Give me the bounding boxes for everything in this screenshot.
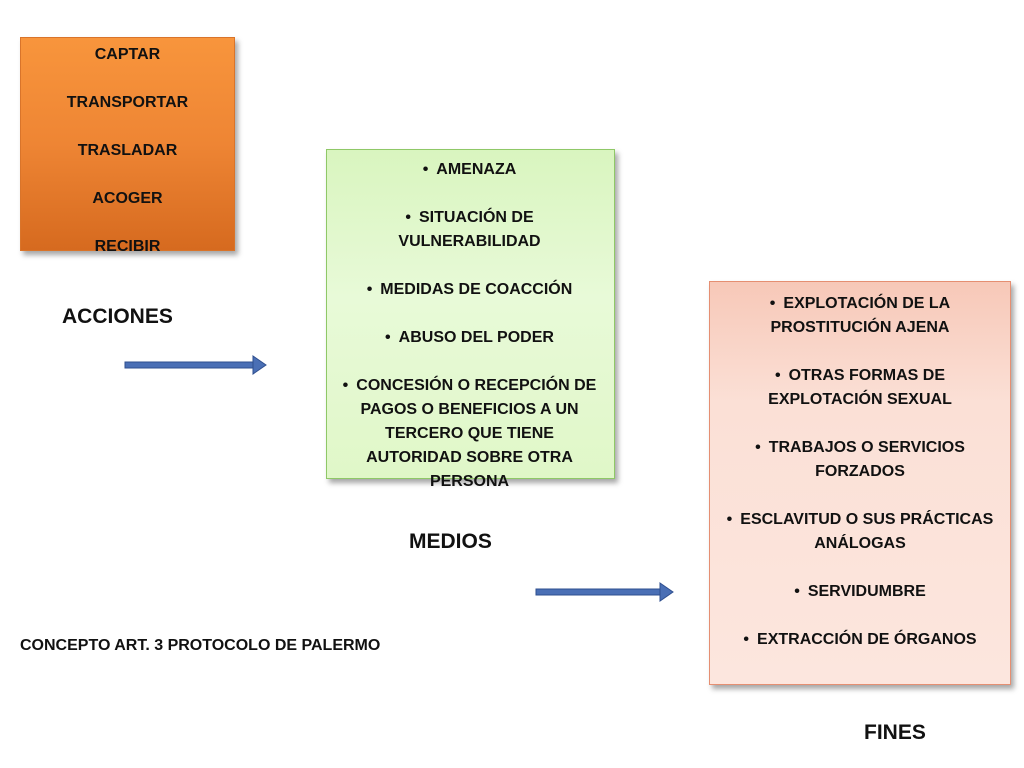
fines-item: •EXPLOTACIÓN DE LA PROSTITUCIÓN AJENA <box>720 292 1000 340</box>
arrow-right-icon <box>535 582 674 602</box>
fines-item: • EXTRACCIÓN DE ÓRGANOS <box>720 628 1000 652</box>
arrow-right-icon <box>124 355 267 375</box>
medios-item-text: AMENAZA <box>436 161 517 178</box>
bullet-icon: • <box>385 329 391 346</box>
concept-caption: CONCEPTO ART. 3 PROTOCOLO DE PALERMO <box>20 637 381 654</box>
fines-item: •OTRAS FORMAS DE EXPLOTACIÓN SEXUAL <box>720 364 1000 412</box>
bullet-icon: • <box>342 377 349 394</box>
fines-item-text: EXTRACCIÓN DE ÓRGANOS <box>757 631 977 648</box>
fines-box: •EXPLOTACIÓN DE LA PROSTITUCIÓN AJENA •O… <box>709 281 1011 685</box>
fines-item-text: SERVIDUMBRE <box>807 583 926 600</box>
fines-label: FINES <box>864 721 926 744</box>
bullet-icon: • <box>366 281 373 298</box>
fines-item-text: TRABAJOS O SERVICIOS FORZADOS <box>768 439 965 480</box>
fines-list: •EXPLOTACIÓN DE LA PROSTITUCIÓN AJENA •O… <box>720 292 1000 652</box>
medios-item: • AMENAZA <box>337 158 602 182</box>
medios-item-text: ABUSO DEL PODER <box>398 329 554 346</box>
acciones-item-captar: CAPTAR <box>94 46 161 63</box>
bullet-icon: • <box>726 511 733 528</box>
medios-item: • CONCESIÓN O RECEPCIÓN DE PAGOS O BENEFI… <box>337 374 602 494</box>
medios-label: MEDIOS <box>409 530 492 553</box>
fines-item: • SERVIDUMBRE <box>720 580 1000 604</box>
medios-item-text: CONCESIÓN O RECEPCIÓN DE PAGOS O BENEFIC… <box>356 377 597 490</box>
acciones-item-acoger: ACOGER <box>92 190 163 207</box>
medios-item-text: MEDIDAS DE COACCIÓN <box>380 281 573 298</box>
fines-item: • ESCLAVITUD O SUS PRÁCTICAS ANÁLOGAS <box>720 508 1000 556</box>
bullet-icon: • <box>743 631 750 648</box>
medios-item: •SITUACIÓN DE VULNERABILIDAD <box>337 206 602 254</box>
fines-item-text: EXPLOTACIÓN DE LA PROSTITUCIÓN AJENA <box>770 295 951 336</box>
bullet-icon: • <box>774 367 781 384</box>
medios-item-text: SITUACIÓN DE VULNERABILIDAD <box>398 209 541 250</box>
bullet-icon: • <box>405 209 411 226</box>
bullet-icon: • <box>422 161 429 178</box>
acciones-item-trasladar: TRASLADAR <box>77 142 178 159</box>
acciones-item-recibir: RECIBIR <box>94 238 161 255</box>
acciones-box: CAPTAR TRANSPORTAR TRASLADAR ACOGER RECI… <box>20 37 235 255</box>
acciones-item-transportar: TRANSPORTAR <box>66 94 189 111</box>
bullet-icon: • <box>769 295 776 312</box>
acciones-list: CAPTAR TRANSPORTAR TRASLADAR ACOGER RECI… <box>21 45 234 285</box>
fines-item-text: OTRAS FORMAS DE EXPLOTACIÓN SEXUAL <box>768 367 952 408</box>
bullet-icon: • <box>794 583 800 600</box>
medios-item: • MEDIDAS DE COACCIÓN <box>337 278 602 302</box>
medios-box: •AMENAZA •SITUACIÓN DE VULNERABILIDAD •M… <box>326 149 615 490</box>
fines-item-text: ESCLAVITUD O SUS PRÁCTICAS ANÁLOGAS <box>740 511 994 552</box>
acciones-label: ACCIONES <box>62 305 173 328</box>
medios-list: •AMENAZA •SITUACIÓN DE VULNERABILIDAD •M… <box>337 158 602 494</box>
fines-item: • TRABAJOS O SERVICIOS FORZADOS <box>720 436 1000 484</box>
medios-item: • ABUSO DEL PODER <box>337 326 602 350</box>
bullet-icon: • <box>755 439 761 456</box>
